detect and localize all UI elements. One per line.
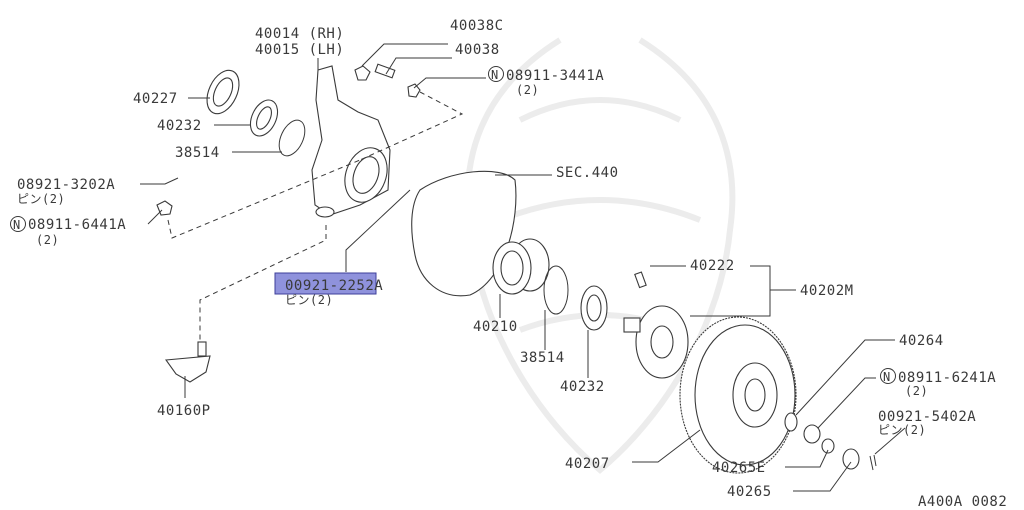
label-40232-left[interactable]: 40232 (157, 118, 202, 134)
qty-nut-top: (2) (516, 83, 539, 97)
qty-pin-right: ピン(2) (878, 423, 926, 437)
small-nuts-right-drawing[interactable] (784, 412, 877, 471)
label-40227[interactable]: 40227 (133, 91, 178, 107)
label-40038c[interactable]: 40038C (450, 18, 504, 34)
knuckle-drawing[interactable] (311, 65, 394, 218)
label-40232-right[interactable]: 40232 (560, 379, 605, 395)
svg-text:N: N (491, 68, 499, 82)
label-08911-6241a[interactable]: 08911-6241A (898, 370, 996, 386)
label-08911-6441a[interactable]: 08911-6441A (28, 217, 126, 233)
label-00921-5402a[interactable]: 00921-5402A (878, 409, 976, 425)
label-40038[interactable]: 40038 (455, 42, 500, 58)
n-marker-icon: N (488, 66, 504, 82)
bolts-top-drawing[interactable] (354, 63, 421, 98)
label-40160p[interactable]: 40160P (157, 403, 211, 419)
label-40014[interactable]: 40014 (RH) (255, 26, 344, 42)
n-marker-icon: N (880, 368, 896, 384)
label-38514-right[interactable]: 38514 (520, 350, 565, 366)
snap-ring-left-drawing[interactable] (274, 116, 310, 160)
label-40265[interactable]: 40265 (727, 484, 772, 500)
diagram-code: A400A 0082 (918, 494, 1007, 510)
label-sec-440[interactable]: SEC.440 (556, 165, 619, 181)
label-40015[interactable]: 40015 (LH) (255, 42, 344, 58)
label-40202m[interactable]: 40202M (800, 283, 854, 299)
backing-plate-drawing[interactable] (411, 170, 517, 297)
rotor-drawing[interactable] (679, 316, 797, 474)
spacer-40232-left-drawing[interactable] (245, 96, 283, 141)
svg-text:N: N (883, 370, 891, 384)
label-40264[interactable]: 40264 (899, 333, 944, 349)
label-40207[interactable]: 40207 (565, 456, 610, 472)
n-marker-icon: N (10, 216, 26, 232)
label-08921-3202a[interactable]: 08921-3202A (17, 177, 115, 193)
label-00921-2252a[interactable]: 00921-2252A (285, 278, 383, 294)
qty-nut-right: (2) (905, 384, 928, 398)
hub-drawing[interactable] (623, 271, 689, 379)
ball-joint-drawing[interactable] (164, 341, 211, 383)
qty-pin-left: ピン(2) (17, 192, 65, 206)
label-40265e[interactable]: 40265E (712, 460, 766, 476)
label-40222[interactable]: 40222 (690, 258, 735, 274)
spacer-40232-right-drawing[interactable] (580, 285, 608, 331)
highlight-box[interactable] (274, 272, 377, 295)
label-08911-3441a[interactable]: 08911-3441A (506, 68, 604, 84)
leader-lines (140, 43, 906, 492)
seal-40227-drawing[interactable] (201, 65, 246, 119)
label-40210[interactable]: 40210 (473, 319, 518, 335)
bearing-drawing[interactable] (492, 238, 550, 295)
qty-nut-left: (2) (36, 233, 59, 247)
snap-ring-right-drawing[interactable] (543, 265, 569, 315)
label-38514-left[interactable]: 38514 (175, 145, 220, 161)
qty-pin-highlight: ピン(2) (285, 293, 333, 307)
svg-text:N: N (13, 218, 21, 232)
